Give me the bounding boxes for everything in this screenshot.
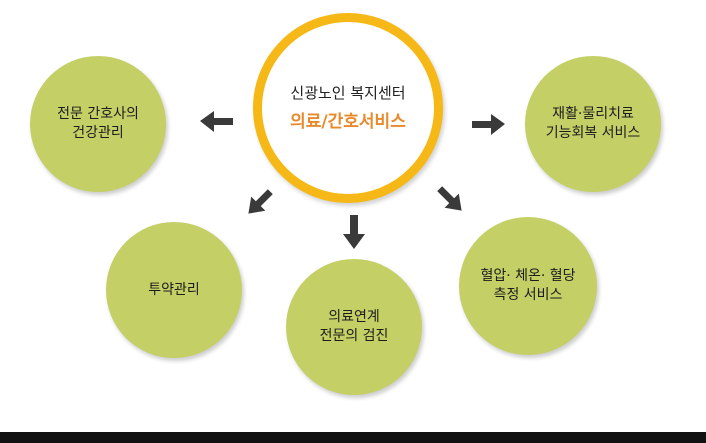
node-label-line2: 전문의 검진 <box>319 328 389 344</box>
center-subtitle: 신광노인 복지센터 <box>290 84 406 102</box>
arrow-down-right-icon <box>437 186 462 211</box>
node-medical-checkup: 의료연계 전문의 검진 <box>286 259 422 395</box>
node-nurse-health-care: 전문 간호사의 건강관리 <box>30 56 166 192</box>
center-circle: 신광노인 복지센터 의료/간호서비스 <box>253 13 443 203</box>
arrow-down-left-icon <box>248 189 273 214</box>
node-label-line1: 재활·물리치료 <box>552 106 634 122</box>
node-medication-management: 투약관리 <box>106 222 242 358</box>
node-label-line1: 의료연계 <box>328 309 380 325</box>
center-title: 의료/간호서비스 <box>290 112 406 132</box>
bottom-bar <box>0 432 706 443</box>
arrow-down-icon <box>343 215 365 249</box>
node-label-line2: 건강관리 <box>72 125 124 141</box>
node-vitals-measurement: 혈압· 체온· 혈당 측정 서비스 <box>459 217 597 355</box>
arrow-left-icon <box>200 111 233 132</box>
arrow-right-icon <box>472 114 505 135</box>
node-label-line1: 전문 간호사의 <box>57 106 139 122</box>
node-rehab-therapy: 재활·물리치료 기능회복 서비스 <box>525 56 661 192</box>
node-label-line1: 혈압· 체온· 혈당 <box>480 268 576 284</box>
node-label-line2: 기능회복 서비스 <box>545 125 641 141</box>
node-label-line1: 투약관리 <box>148 281 200 298</box>
node-label-line2: 측정 서비스 <box>493 287 563 303</box>
